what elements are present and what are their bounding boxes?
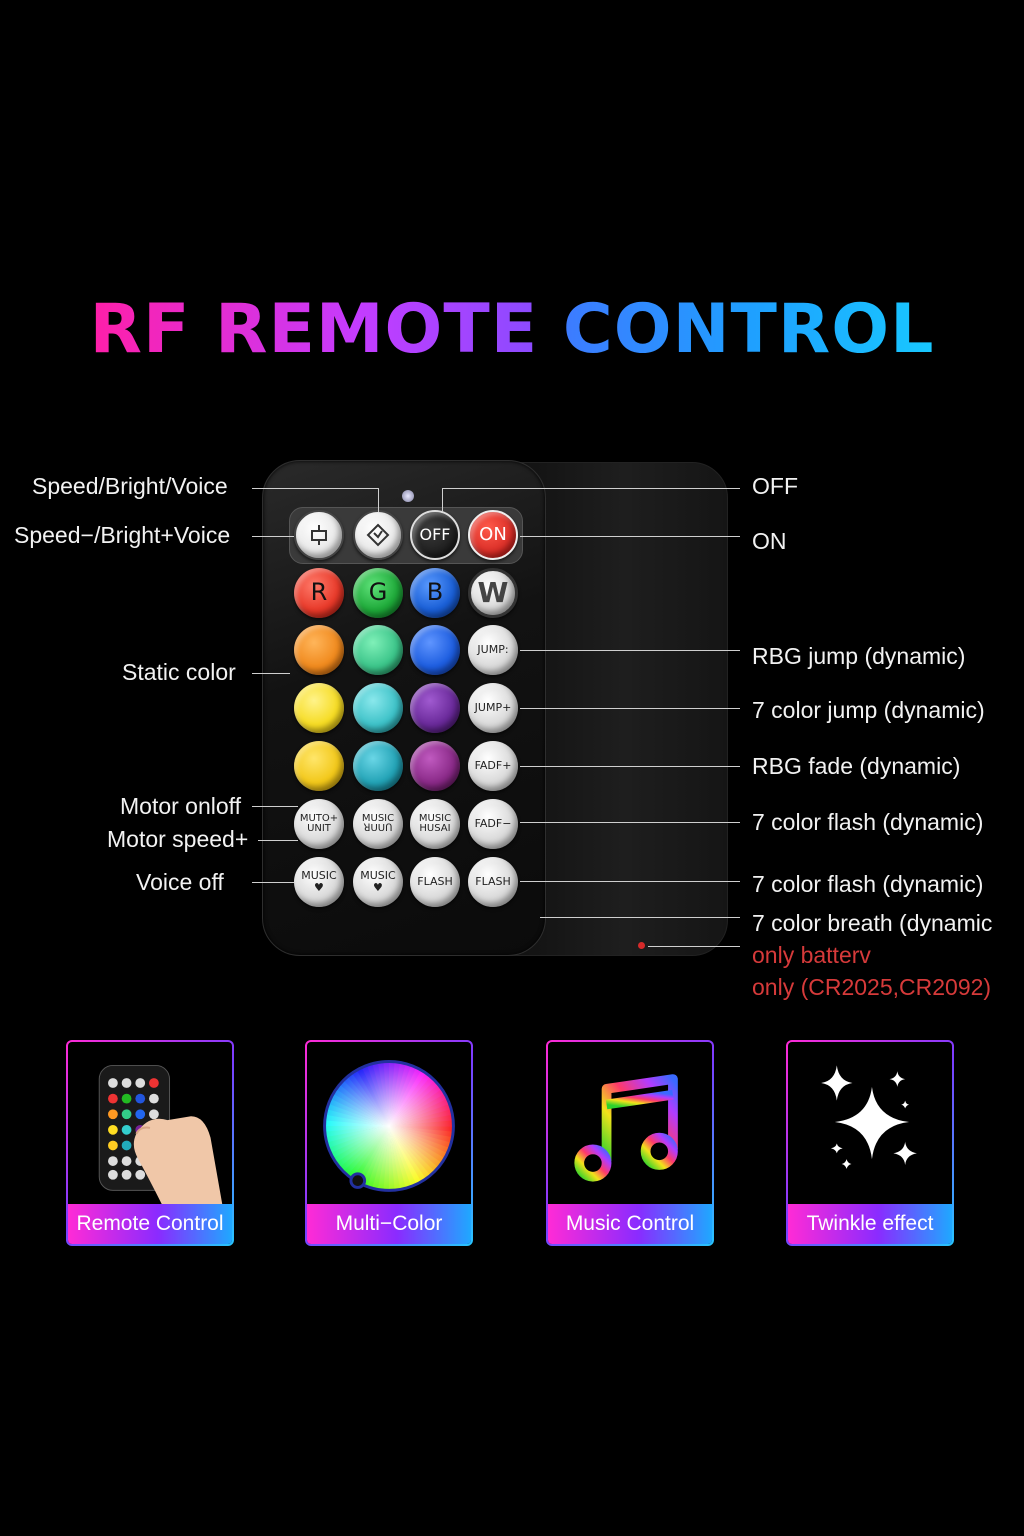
red-button[interactable]: R: [294, 568, 344, 618]
label-color7-flash-1: 7 color flash (dynamic): [752, 809, 984, 835]
leader-line: [520, 536, 740, 537]
page-title: RF REMOTE CONTROL: [0, 290, 1024, 369]
label-speed-bright-voice: Speed/Bright/Voice: [32, 473, 228, 499]
feature-card-remote: Remote Control: [66, 1040, 234, 1246]
leader-line: [252, 488, 378, 489]
color7-flash-button[interactable]: FADF−: [468, 799, 518, 849]
card-label: Twinkle effect: [788, 1204, 952, 1244]
label-rgb-fade: RBG fade (dynamic): [752, 753, 961, 779]
label-static-color: Static color: [122, 659, 236, 685]
static-color-cyan[interactable]: [353, 741, 403, 791]
leader-line: [378, 488, 379, 512]
static-color-orange[interactable]: [294, 625, 344, 675]
leader-line: [252, 806, 298, 807]
sparkle-icon: [821, 1065, 917, 1169]
title-part-2: CONTROL: [562, 290, 935, 369]
label-battery-1: only batterv: [752, 942, 871, 968]
leader-line: [520, 881, 740, 882]
feature-card-music: Music Control: [546, 1040, 714, 1246]
static-color-gold[interactable]: [294, 741, 344, 791]
leader-line: [648, 946, 740, 947]
label-color7-jump: 7 color jump (dynamic): [752, 697, 985, 723]
feature-card-twinkle: Twinkle effect: [786, 1040, 954, 1246]
feature-card-multicolor: Multi−Color: [305, 1040, 473, 1246]
title-part-1: RF REMOTE: [89, 290, 539, 369]
color7-jump-button[interactable]: JUMP+: [468, 683, 518, 733]
leader-line: [520, 766, 740, 767]
label-battery-2: only (CR2025,CR2092): [752, 974, 992, 1000]
blue-button[interactable]: B: [410, 568, 460, 618]
label-voice-off: Voice off: [136, 869, 224, 895]
label-color7-breath: 7 color breath (dynamic: [752, 910, 993, 936]
card-label: Multi−Color: [307, 1204, 471, 1244]
music-button-2[interactable]: MUSIC HUSAI: [410, 799, 460, 849]
green-button[interactable]: G: [353, 568, 403, 618]
speed-bright-voice-button[interactable]: [353, 510, 403, 560]
label-rgb-jump: RBG jump (dynamic): [752, 643, 966, 669]
leader-line: [520, 822, 740, 823]
label-motor-onoff: Motor onloff: [120, 793, 242, 819]
rgb-jump-button[interactable]: JUMP:: [468, 625, 518, 675]
voice-off-button[interactable]: MUSIC ♥: [294, 857, 344, 907]
leader-line: [252, 882, 294, 883]
leader-line: [252, 536, 294, 537]
static-color-mint[interactable]: [353, 625, 403, 675]
leader-line: [540, 917, 740, 918]
battery-dot: [638, 942, 645, 949]
leader-line: [258, 840, 298, 841]
label-motor-speed: Motor speed+: [107, 826, 249, 852]
card-label: Remote Control: [68, 1204, 232, 1244]
rgb-fade-button[interactable]: FADF+: [468, 741, 518, 791]
remote-led-indicator: [402, 490, 414, 502]
flash-button-1[interactable]: FLASH: [410, 857, 460, 907]
label-color7-flash-2: 7 color flash (dynamic): [752, 871, 984, 897]
color-wheel-icon: [323, 1060, 455, 1192]
diamond-icon: [366, 523, 390, 547]
flash-button-2[interactable]: FLASH: [468, 857, 518, 907]
bracket-icon: [311, 525, 327, 545]
hand-remote-icon: [98, 1064, 223, 1205]
card-label: Music Control: [548, 1204, 712, 1244]
leader-line: [442, 488, 443, 512]
white-button[interactable]: W: [468, 568, 518, 618]
off-button[interactable]: OFF: [410, 510, 460, 560]
music-button-4[interactable]: MUSIC ♥: [353, 857, 403, 907]
on-button[interactable]: ON: [468, 510, 518, 560]
leader-line: [252, 673, 290, 674]
static-color-plum[interactable]: [410, 741, 460, 791]
leader-line: [520, 708, 740, 709]
static-color-royal[interactable]: [410, 625, 460, 675]
static-color-yellow[interactable]: [294, 683, 344, 733]
leader-line: [442, 488, 740, 489]
music-note-icon: [574, 1074, 678, 1182]
static-color-purple[interactable]: [410, 683, 460, 733]
static-color-teal[interactable]: [353, 683, 403, 733]
leader-line: [520, 650, 740, 651]
music-button-1[interactable]: MUSIC ꓤUUꓵ: [353, 799, 403, 849]
label-speed-minus: Speed−/Bright+Voice: [14, 522, 231, 548]
speed-minus-button[interactable]: [294, 510, 344, 560]
motor-onoff-button[interactable]: MUTO+ UNIT: [294, 799, 344, 849]
label-on: ON: [752, 528, 787, 554]
label-off: OFF: [752, 473, 798, 499]
